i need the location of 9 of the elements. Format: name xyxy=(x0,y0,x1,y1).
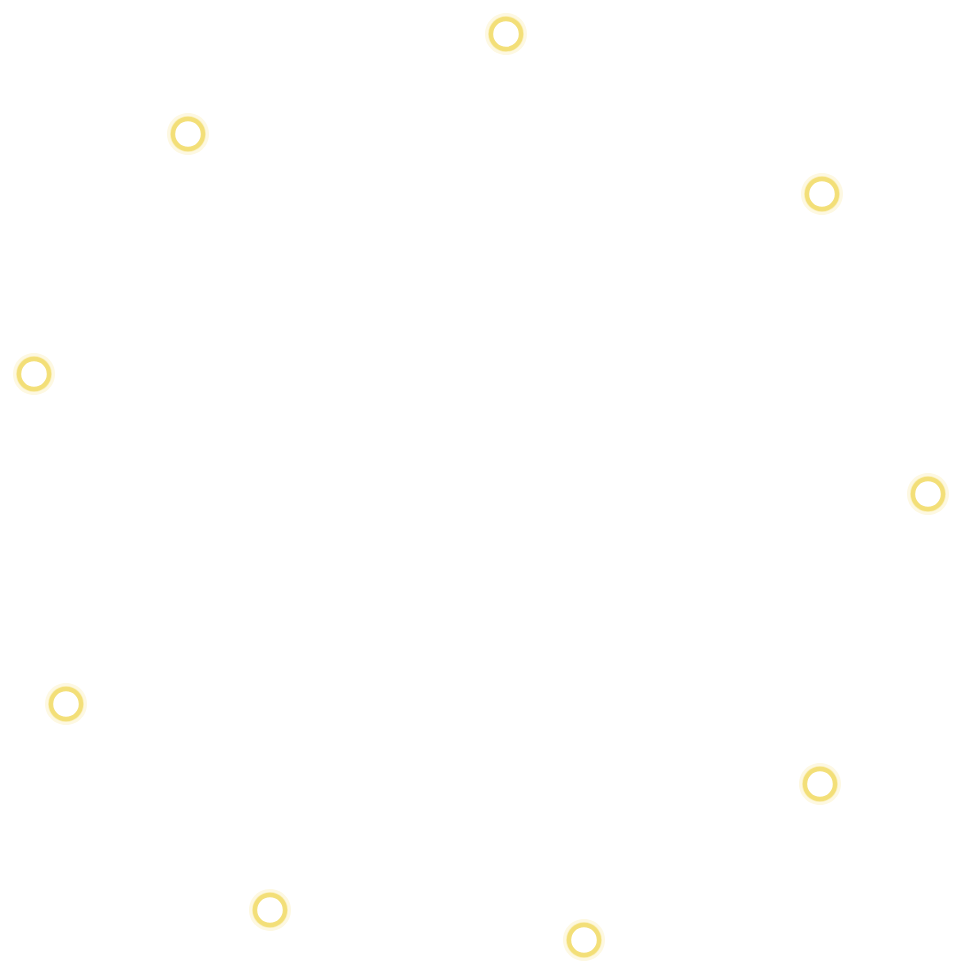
ring-marker xyxy=(799,763,841,805)
ring-marker xyxy=(907,473,949,515)
ring-marker xyxy=(167,113,209,155)
ring-marker xyxy=(249,889,291,931)
ring-marker xyxy=(801,173,843,215)
ring-marker xyxy=(563,919,605,961)
ring-marker xyxy=(485,13,527,55)
ring-marker xyxy=(13,353,55,395)
ring-marker xyxy=(45,683,87,725)
